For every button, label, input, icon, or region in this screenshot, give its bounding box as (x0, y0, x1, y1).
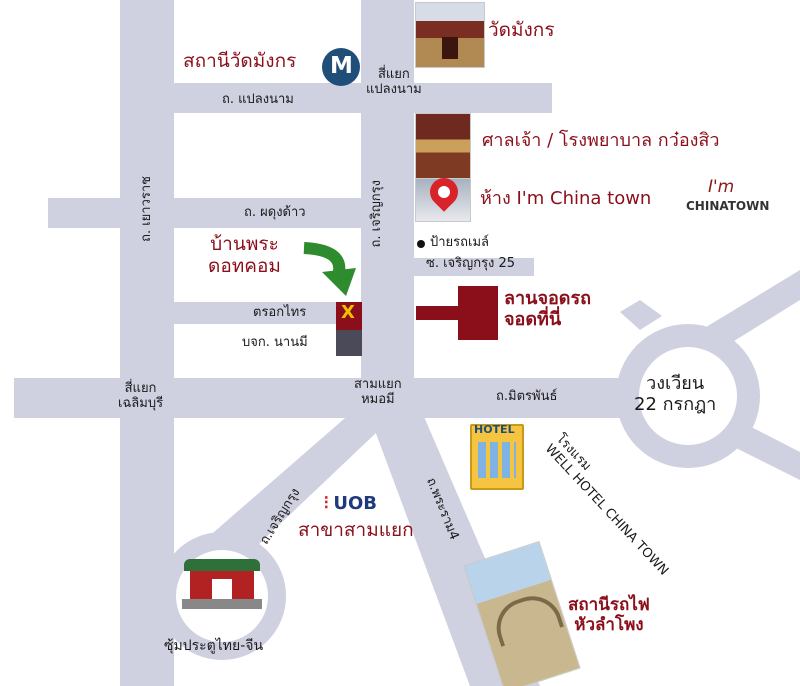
gate-base (182, 599, 262, 609)
roundabout-island (639, 347, 737, 445)
temple-photo (415, 2, 485, 68)
parking-block (458, 286, 498, 340)
road-phadung-dao (48, 198, 414, 228)
gate-opening (212, 579, 232, 599)
pin-center (435, 183, 453, 201)
temple-label: วัดมังกร (488, 19, 555, 41)
road-nw-branch (620, 300, 662, 330)
road-soi-25 (414, 258, 534, 276)
intersection-plaeng-nam: สี่แยก แปลงนาม (366, 67, 422, 97)
bank-logo-text: UOB (333, 493, 377, 514)
mrt-badge-letter: M (330, 53, 353, 79)
road-label-charoenkrung-top: ถ. เจริญกรุง (369, 180, 384, 248)
bank-label: สาขาสามแยก (298, 519, 414, 541)
road-label-soi-25: ซ. เจริญกรุง 25 (426, 256, 516, 271)
gate-photo (178, 555, 266, 613)
company-label: บจก. นานมี (242, 335, 308, 350)
parking-arrow-stem (416, 306, 460, 320)
hotel-icon: HOTEL (470, 423, 524, 490)
parking-label[interactable]: ลานจอดรถ จอดที่นี่ (504, 288, 592, 330)
shrine-label: ศาลเจ้า / โรงพยาบาล กว๋องสิว (482, 130, 720, 151)
bank-logo-mark: ⫶ (324, 494, 329, 514)
mall-logo: I'm CHINATOWN (686, 177, 770, 218)
alley-label: ตรอกไทร (253, 305, 307, 320)
hotel-windows (478, 442, 516, 478)
gate-label: ซุ้มประตูไทย-จีน (164, 638, 264, 654)
mrt-station-label: สถานีวัดมังกร (183, 50, 297, 72)
bus-stop-dot-icon (417, 240, 425, 248)
road-plaeng-nam (120, 83, 552, 113)
mall-logo-top: I'm (708, 177, 735, 197)
road-label-yaowarat: ถ. เยาวราช (139, 176, 154, 242)
mall-logo-bottom: CHINATOWN (686, 199, 770, 213)
hotel-sign: HOTEL (474, 423, 515, 436)
intersection-sam-yaek: สามแยก หมอมี (354, 377, 402, 407)
arrow-down-icon (303, 242, 356, 296)
roundabout-label: วงเวียน 22 กรกฎา (634, 373, 717, 415)
shop-marker[interactable]: X (341, 302, 355, 323)
bank-logo: ⫶ UOB (324, 493, 377, 515)
train-station-label: สถานีรถไฟ หัวลำโพง (568, 595, 650, 635)
metro-station-icon[interactable]: M (322, 48, 360, 86)
road-label-phadung-dao: ถ. ผดุงด้าว (244, 205, 306, 220)
road-alley (174, 302, 361, 324)
road-mitraphan (14, 378, 714, 418)
shop-building (336, 302, 362, 330)
mall-label: ห้าง I'm China town (480, 188, 652, 209)
company-building (336, 330, 362, 356)
intersection-chaloem-buri: สี่แยก เฉลิมบุรี (118, 381, 164, 411)
gate-roof (184, 559, 260, 571)
shrine-photo (415, 113, 471, 179)
road-label-plaeng-nam: ถ. แปลงนาม (222, 92, 294, 107)
temple-door (442, 37, 458, 59)
shop-name-label[interactable]: บ้านพระ ดอทคอม (208, 233, 281, 277)
bus-stop-label: ป้ายรถเมล์ (430, 235, 490, 250)
road-label-mitraphan: ถ.มิตรพันธ์ (496, 389, 558, 404)
train-station-arch (488, 588, 564, 647)
